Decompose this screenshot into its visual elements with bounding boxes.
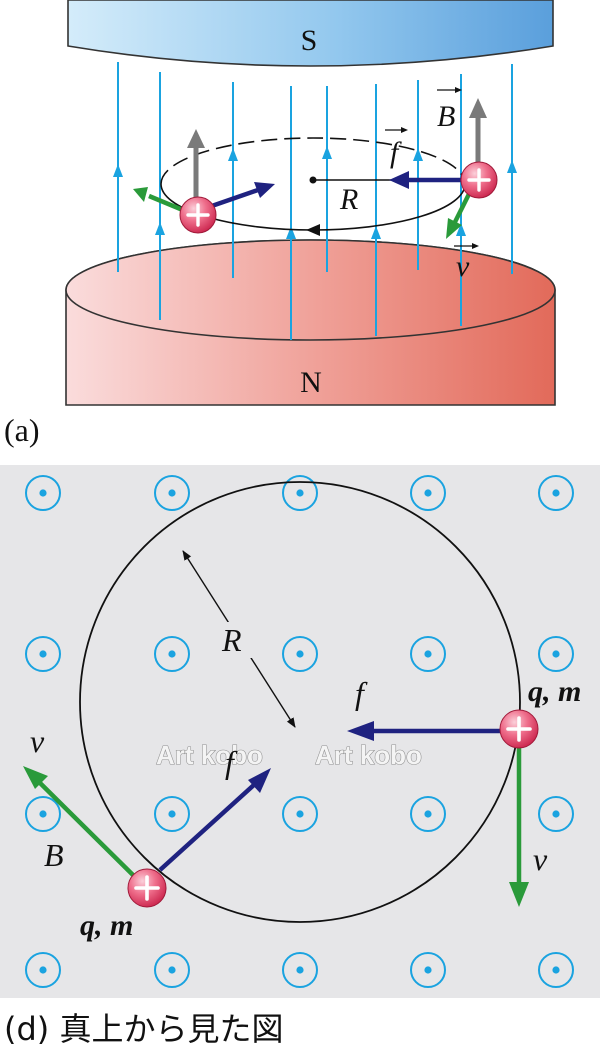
velocity-arrowhead-right	[446, 218, 462, 239]
charge-label-left-d: q, m	[80, 909, 133, 942]
charge-label-right-d: q, m	[528, 675, 581, 708]
panel-d: R Art kobo Art kobo f v q, m f v B q, m …	[0, 465, 600, 1048]
field-symbol	[282, 796, 318, 832]
field-arrowhead-left	[187, 129, 205, 148]
field-symbol	[25, 636, 61, 672]
vector-label-v: v	[454, 243, 479, 283]
force-arrowhead-left	[254, 182, 275, 198]
field-symbol	[154, 952, 190, 988]
orbit-circle	[79, 481, 521, 923]
charge-left-d	[127, 868, 167, 908]
magnet-s-pole	[67, 0, 554, 67]
panel-a-caption: (a)	[4, 412, 40, 448]
field-symbol	[538, 636, 574, 672]
field-label-d: B	[44, 837, 64, 873]
force-arrow-left	[205, 187, 259, 211]
field-symbol	[154, 796, 190, 832]
field-symbol	[410, 636, 446, 672]
orbit-direction-arrowhead	[306, 224, 320, 236]
watermark: Art kobo	[315, 740, 422, 770]
field-symbol	[410, 796, 446, 832]
field-symbol	[25, 952, 61, 988]
charge-right	[460, 161, 498, 199]
svg-text:f: f	[390, 136, 402, 169]
magnetic-field-lines	[117, 62, 513, 340]
velocity-label-right-d: v	[533, 841, 548, 877]
svg-text:B: B	[437, 100, 455, 133]
force-arrow-left-d	[158, 781, 258, 872]
pole-label-n: N	[300, 366, 322, 399]
field-arrowhead-right	[469, 98, 487, 118]
force-arrowhead-right	[389, 171, 409, 189]
field-symbol	[538, 475, 574, 511]
field-symbol	[410, 952, 446, 988]
field-symbol	[282, 475, 318, 511]
field-symbol	[282, 952, 318, 988]
panel-a: N S	[4, 0, 556, 448]
pole-label-s: S	[301, 24, 318, 57]
field-symbol	[538, 952, 574, 988]
velocity-arrow-left-d	[35, 778, 138, 880]
field-symbol	[538, 796, 574, 832]
vector-label-b: B	[437, 87, 462, 133]
svg-text:v: v	[456, 250, 470, 283]
watermark: Art kobo	[156, 740, 263, 770]
velocity-arrow-right	[452, 190, 473, 224]
field-symbol	[25, 796, 61, 832]
radius-label-a: R	[339, 183, 358, 216]
radius-label-d: R	[221, 622, 242, 658]
charge-left	[179, 196, 217, 234]
velocity-arrowhead-left	[133, 187, 148, 202]
field-symbol	[154, 475, 190, 511]
panel-d-caption: (d) 真上から見た図	[4, 1010, 283, 1048]
field-symbol	[25, 475, 61, 511]
magnet-n-pole	[65, 239, 556, 406]
field-symbol	[410, 475, 446, 511]
charge-right-d	[499, 709, 539, 749]
field-line-arrowheads	[113, 146, 517, 239]
velocity-label-left-d: v	[30, 723, 45, 759]
